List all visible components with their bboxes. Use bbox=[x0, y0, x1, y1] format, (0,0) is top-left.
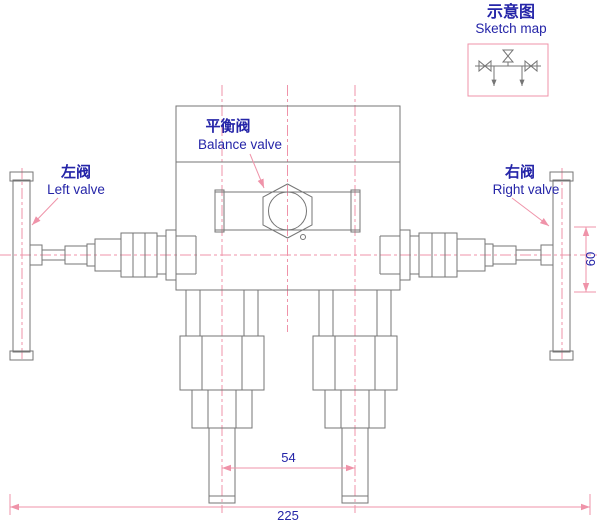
balance-valve-leader bbox=[249, 153, 265, 189]
left-valve-label-zh: 左阀 bbox=[60, 163, 91, 181]
dim-54-value: 54 bbox=[281, 450, 295, 465]
balance-valve-pin bbox=[300, 234, 306, 240]
leader-lines bbox=[31, 153, 550, 227]
right-handle-bottom-cap bbox=[549, 350, 574, 361]
title-block: 示意图 Sketch map bbox=[475, 2, 546, 36]
left-valve-symbol bbox=[478, 59, 492, 73]
dim-225-value: 225 bbox=[277, 508, 299, 523]
right-valve-assembly bbox=[399, 171, 574, 361]
balance-valve-label-en: Balance valve bbox=[198, 137, 282, 152]
left-valve-label-en: Left valve bbox=[47, 182, 105, 197]
title-en: Sketch map bbox=[475, 21, 546, 36]
left-handle-bottom-cap bbox=[9, 350, 34, 361]
manifold-body bbox=[175, 105, 401, 291]
right-valve-label-zh: 右阀 bbox=[505, 163, 535, 181]
right-handle-bar bbox=[552, 179, 571, 353]
left-valve-leader bbox=[31, 197, 59, 226]
left-valve-assembly bbox=[9, 171, 177, 361]
sketch-map bbox=[467, 43, 549, 97]
dimensions: 54 225 60 bbox=[9, 226, 598, 523]
right-valve-label-en: Right valve bbox=[493, 182, 560, 197]
balance-valve-hexagon bbox=[262, 183, 313, 239]
balance-valve-assembly bbox=[214, 183, 361, 240]
centerlines bbox=[0, 85, 600, 513]
balance-valve-label-zh: 平衡阀 bbox=[205, 117, 250, 135]
right-valve-leader bbox=[511, 197, 550, 227]
body-outline bbox=[175, 105, 401, 291]
balance-valve-circle bbox=[268, 191, 307, 231]
sketch-map-box bbox=[467, 43, 549, 97]
balance-cylinder-left-cap bbox=[214, 189, 225, 233]
labels: 平衡阀 Balance valve 左阀 Left valve 右阀 Right… bbox=[47, 117, 559, 197]
title-zh: 示意图 bbox=[487, 2, 535, 21]
right-handle-top-cap bbox=[549, 171, 574, 182]
balance-valve-symbol bbox=[501, 49, 515, 63]
left-handle-top-cap bbox=[9, 171, 34, 182]
left-handle-bar bbox=[12, 179, 31, 353]
dim-60-value: 60 bbox=[583, 252, 598, 266]
right-valve-symbol bbox=[524, 59, 538, 73]
balance-cylinder-right-cap bbox=[350, 189, 361, 233]
